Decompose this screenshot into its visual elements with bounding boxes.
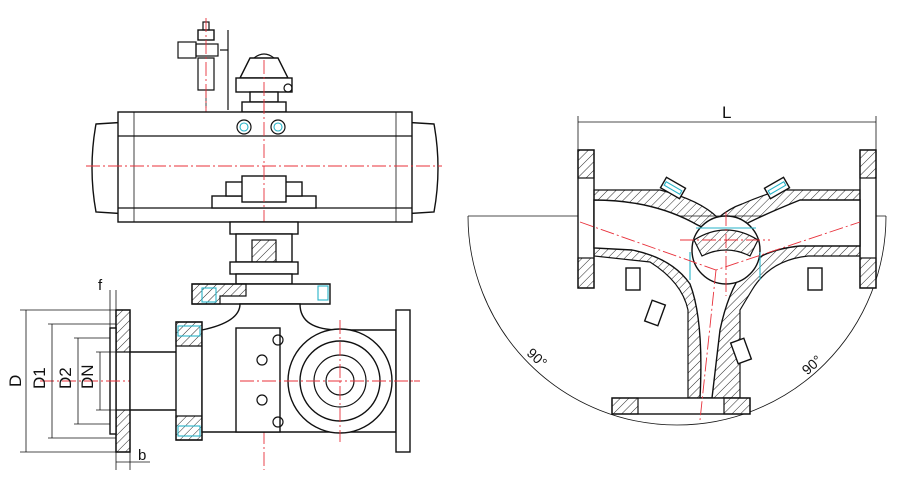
angle-arc	[467, 215, 887, 426]
front-view: D D1 D2 DN f b	[6, 18, 442, 470]
filter-regulator	[177, 18, 229, 112]
angle-label-left: 90°	[524, 345, 550, 371]
valve-bonnet	[191, 283, 331, 305]
pneumatic-actuator	[86, 100, 442, 470]
dim-label-D1: D1	[30, 367, 49, 389]
mounting-bracket	[229, 221, 299, 285]
bolt-studs	[625, 176, 823, 365]
dim-label-D: D	[6, 375, 25, 387]
valve-body	[129, 303, 416, 453]
angle-label-right: 90°	[799, 352, 825, 378]
dim-label-b: b	[138, 447, 146, 464]
dim-label-L: L	[722, 103, 731, 122]
dim-label-f: f	[98, 277, 103, 294]
dim-label-D2: D2	[56, 367, 75, 389]
dim-label-DN: DN	[78, 364, 97, 389]
section-view: L	[467, 103, 887, 426]
front-dimensions	[20, 290, 150, 470]
